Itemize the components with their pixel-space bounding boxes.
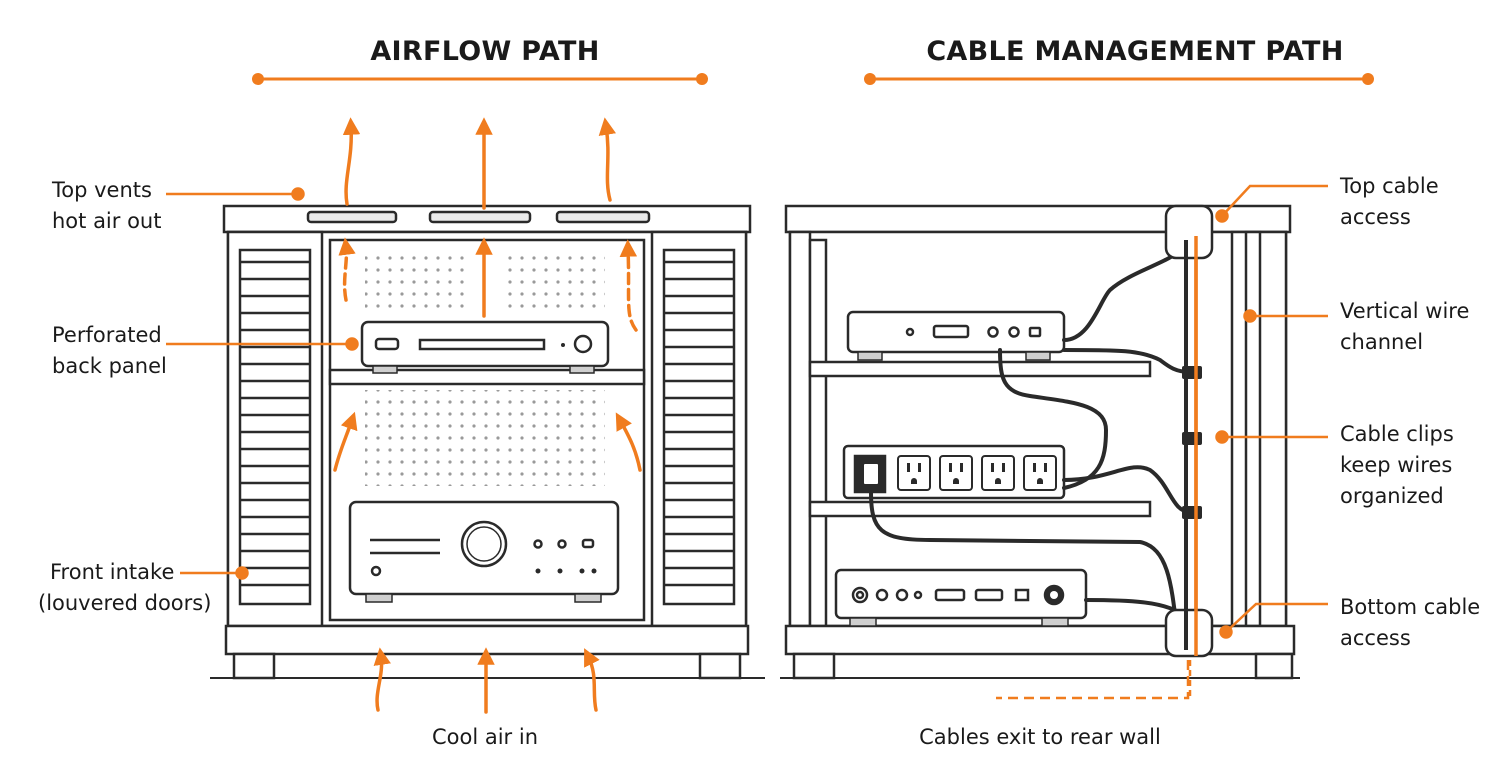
label-vertical-wire-channel: Vertical wire channel bbox=[1340, 299, 1470, 354]
louvered-doors bbox=[240, 260, 734, 587]
power-outlet-icon bbox=[981, 455, 1015, 491]
hdmi-port-icon bbox=[932, 324, 970, 339]
cable-leaders bbox=[1215, 184, 1328, 639]
arrow-up-icon bbox=[598, 117, 616, 202]
media-player bbox=[360, 320, 610, 374]
airflow-arrows bbox=[333, 117, 642, 714]
cable-exit-path bbox=[996, 660, 1190, 700]
power-plug-icon bbox=[862, 459, 880, 494]
cable-access-grommets bbox=[1164, 204, 1214, 658]
airflow-leaders bbox=[166, 187, 359, 580]
av-receiver bbox=[348, 500, 620, 603]
hdmi-port-icon bbox=[974, 588, 1004, 602]
airflow-title-rule bbox=[252, 73, 708, 85]
power-outlet-icon bbox=[939, 455, 973, 491]
cable-title-rule bbox=[864, 73, 1374, 85]
hdmi-port-icon bbox=[934, 588, 966, 602]
airflow-title: AIRFLOW PATH bbox=[370, 36, 600, 67]
arrow-up-icon bbox=[584, 648, 600, 712]
knob-icon bbox=[460, 520, 508, 568]
streaming-box bbox=[846, 310, 1066, 361]
power-outlets bbox=[897, 455, 1057, 491]
arrow-up-icon bbox=[373, 647, 391, 712]
label-top-vents: Top vents hot air out bbox=[52, 178, 162, 233]
label-front-intake: Front intake (louvered doors) bbox=[38, 560, 212, 615]
airflow-cabinet bbox=[210, 204, 765, 680]
bottom-device bbox=[834, 568, 1088, 627]
arrow-up-icon bbox=[342, 117, 361, 206]
label-bottom-cable-access: Bottom cable access bbox=[1340, 595, 1481, 650]
label-cables-exit: Cables exit to rear wall bbox=[919, 725, 1161, 749]
label-perforated-panel: Perforated back panel bbox=[52, 323, 167, 378]
power-outlet-icon bbox=[897, 455, 931, 491]
label-cable-clips: Cable clips keep wires organized bbox=[1340, 422, 1454, 508]
label-top-cable-access: Top cable access bbox=[1340, 174, 1439, 229]
label-cool-air-in: Cool air in bbox=[431, 725, 539, 749]
power-outlet-icon bbox=[1023, 455, 1057, 491]
cable-title: CABLE MANAGEMENT PATH bbox=[926, 36, 1344, 67]
